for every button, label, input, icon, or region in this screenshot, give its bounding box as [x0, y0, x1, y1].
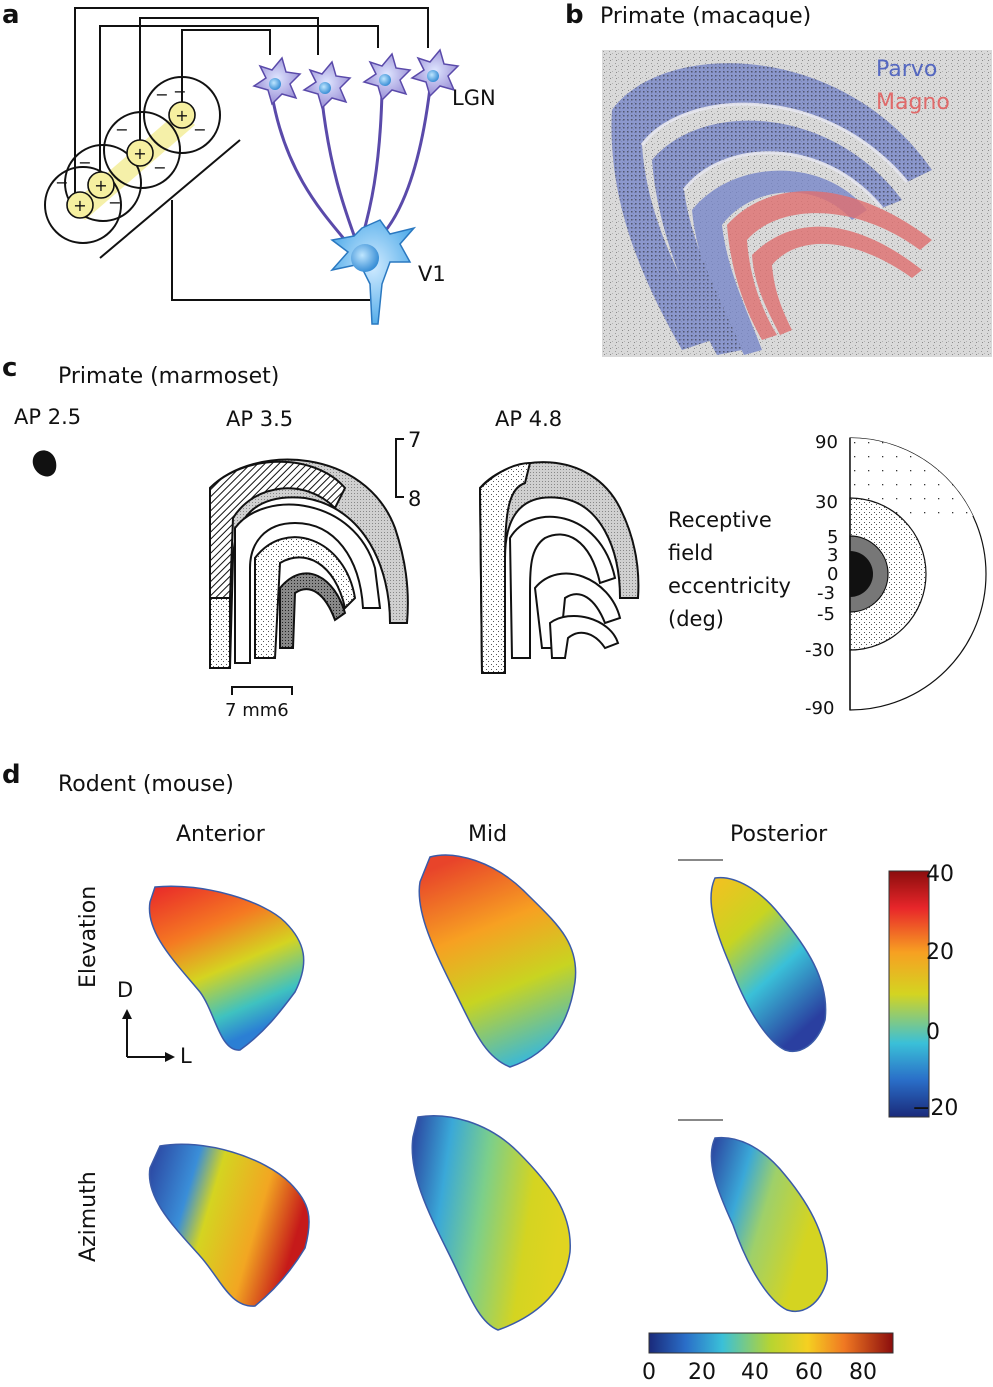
svg-text:−: − [155, 85, 168, 104]
panel-c-letter: c [2, 353, 18, 383]
elev-tick-40: 40 [926, 862, 954, 887]
ap-4-8-section [478, 461, 640, 674]
svg-text:−: − [115, 120, 128, 139]
svg-text:+: + [133, 144, 146, 163]
svg-text:+: + [175, 106, 188, 125]
legend-label-line4: (deg) [668, 607, 724, 631]
panel-d-title: Rodent (mouse) [58, 772, 234, 797]
ecc-tick-neg5: -5 [817, 604, 835, 625]
svg-text:+: + [73, 196, 86, 215]
layer-8-label: 8 [408, 487, 422, 511]
svg-text:+: + [94, 176, 107, 195]
lgn-histology-image [602, 50, 992, 357]
lgn-label: LGN [452, 86, 496, 110]
ecc-tick-neg90: -90 [805, 698, 835, 719]
orientation-arrows [122, 1009, 175, 1062]
layer-7-label: 7 [408, 428, 422, 452]
ecc-tick-30: 30 [815, 492, 838, 513]
ecc-tick-0: 0 [827, 564, 839, 585]
axis-d-label: D [117, 978, 134, 1002]
panel-b-title: Primate (macaque) [600, 4, 812, 29]
legend-parvo: Parvo [876, 57, 938, 82]
elevation-colorbar [888, 870, 930, 1118]
ap-label-2-5: AP 2.5 [14, 405, 82, 429]
svg-text:−: − [78, 153, 91, 172]
ap-2-5-section [32, 450, 57, 477]
panel-a-letter: a [2, 0, 20, 30]
layer-bracket [395, 438, 404, 498]
posterior-scale-line-bottom [678, 1119, 723, 1121]
map-azimuth-posterior [710, 1136, 829, 1312]
az-tick-0: 0 [642, 1360, 656, 1385]
legend-label-line1: Receptive [668, 508, 772, 532]
ap-label-4-8: AP 4.8 [495, 407, 563, 431]
scale-bar-label: 7 mm6 [225, 700, 289, 721]
map-elevation-posterior [710, 876, 827, 1052]
scale-bar-unit: mm [242, 700, 278, 721]
azimuth-colorbar [648, 1332, 894, 1354]
eccentricity-legend [849, 437, 987, 711]
svg-text:−: − [108, 193, 121, 212]
legend-label-line2: field [668, 541, 714, 565]
panel-a-diagram: ++ ++ −− −− −− −− [44, 7, 460, 325]
ecc-tick-neg30: -30 [805, 640, 835, 661]
elev-tick-neg20: −20 [912, 1096, 959, 1121]
legend-magno: Magno [876, 90, 950, 115]
row-azimuth: Azimuth [76, 1171, 101, 1262]
ecc-tick-neg3: -3 [817, 583, 835, 604]
legend-label-line3: eccentricity [668, 574, 791, 598]
scale-bar [231, 686, 293, 695]
column-mid: Mid [468, 822, 508, 847]
svg-text:−: − [55, 173, 68, 192]
ecc-tick-3: 3 [827, 545, 839, 566]
elev-tick-0: 0 [926, 1020, 940, 1045]
map-elevation-mid [418, 854, 577, 1068]
panel-c-title: Primate (marmoset) [58, 364, 280, 389]
ap-label-3-5: AP 3.5 [226, 407, 294, 431]
posterior-scale-line-top [678, 859, 723, 861]
v1-label: V1 [418, 262, 446, 286]
az-tick-40: 40 [741, 1360, 769, 1385]
ecc-tick-90: 90 [815, 432, 838, 453]
map-elevation-anterior [148, 885, 305, 1051]
panel-d-letter: d [2, 760, 21, 790]
column-posterior: Posterior [730, 822, 828, 847]
scale-bar-right: 6 [277, 700, 289, 721]
row-elevation: Elevation [76, 885, 101, 988]
map-azimuth-mid [411, 1115, 571, 1331]
map-azimuth-anterior [148, 1143, 310, 1307]
svg-text:−: − [193, 120, 206, 139]
elev-tick-20: 20 [926, 940, 954, 965]
ecc-tick-5: 5 [827, 527, 839, 548]
axis-l-label: L [180, 1044, 192, 1068]
az-tick-20: 20 [688, 1360, 716, 1385]
ap-3-5-section [209, 458, 409, 669]
az-tick-60: 60 [795, 1360, 823, 1385]
panel-b-letter: b [565, 0, 584, 30]
column-anterior: Anterior [176, 822, 265, 847]
svg-text:−: − [173, 82, 186, 101]
svg-text:−: − [153, 158, 166, 177]
az-tick-80: 80 [849, 1360, 877, 1385]
scale-bar-left: 7 [225, 700, 237, 721]
